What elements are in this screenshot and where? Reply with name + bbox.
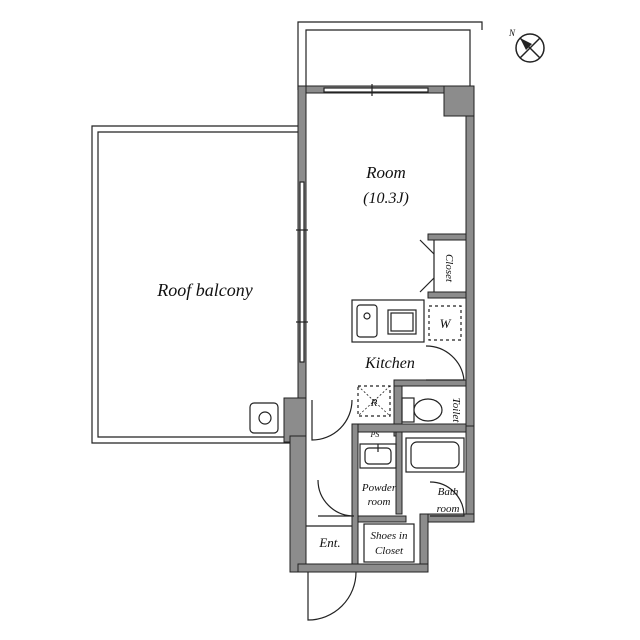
refrigerator-space <box>357 385 391 417</box>
windows <box>296 84 429 363</box>
room-label: Room <box>365 163 406 182</box>
kitchen-label: Kitchen <box>364 355 415 372</box>
closet <box>419 239 435 293</box>
pipe-space-label: PS <box>370 430 380 439</box>
shoes-closet <box>363 523 415 563</box>
entrance-label: Ent. <box>318 535 340 550</box>
closet-label: Closet <box>443 254 455 283</box>
roof-balcony-label: Roof balcony <box>156 280 252 300</box>
outdoor-unit <box>249 402 279 434</box>
interior-walls <box>351 233 467 565</box>
doors <box>306 345 465 621</box>
washer-label: W <box>440 316 452 331</box>
washer-space <box>428 305 462 341</box>
compass-north-label: N <box>508 28 516 38</box>
room-size-label: (10.3J) <box>363 190 409 207</box>
powder-room-label-line2: room <box>368 496 391 508</box>
roof-balcony-area <box>91 125 298 444</box>
kitchen-counter <box>351 299 425 343</box>
compass-icon <box>515 33 545 63</box>
powder-sink <box>359 443 397 469</box>
powder-room-label-line1: Powder <box>361 482 397 494</box>
refrigerator-label: R <box>370 397 378 409</box>
bath-room-label-line2: room <box>437 503 460 515</box>
shoes-closet-label-line1: Shoes in <box>371 530 408 542</box>
bathtub <box>405 437 465 473</box>
bath-room-label-line1: Bath <box>438 486 459 498</box>
toilet-label: Toilet <box>450 398 462 424</box>
top-balcony <box>297 21 483 90</box>
toilet-fixture <box>401 397 443 423</box>
shoes-closet-label-line2: Closet <box>375 545 404 557</box>
